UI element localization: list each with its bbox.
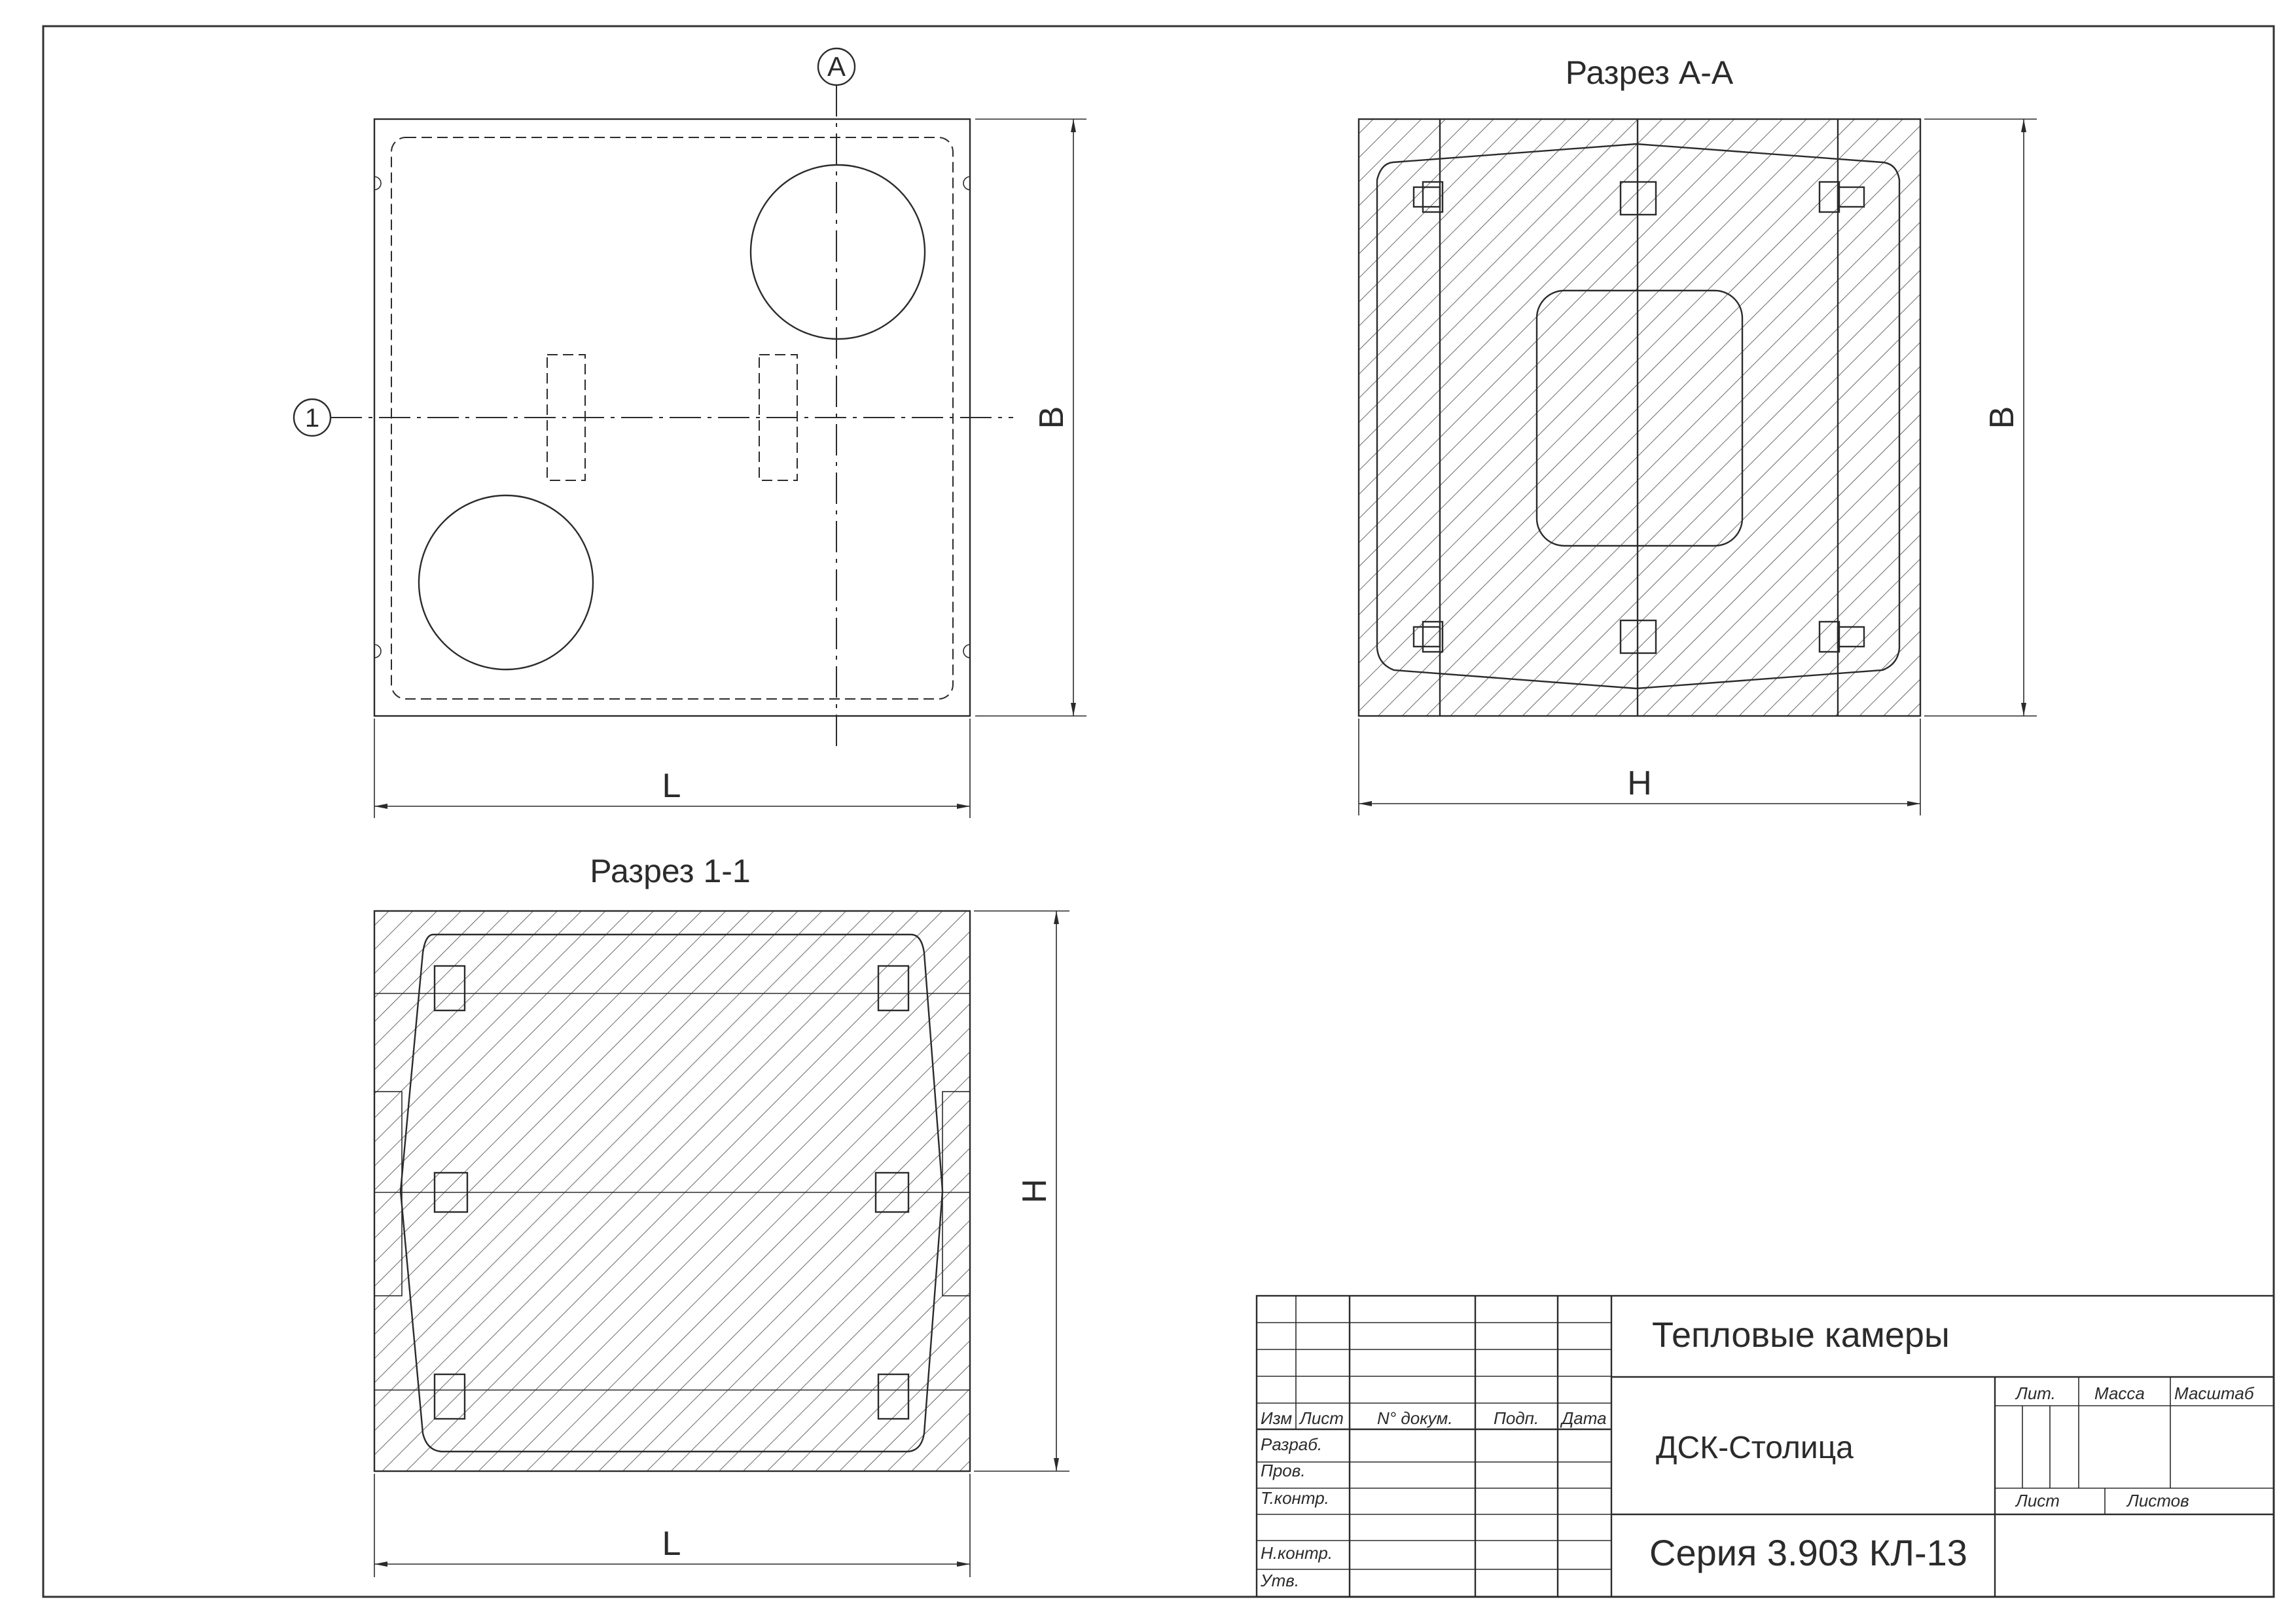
axis-marker-1 [293, 398, 332, 437]
s11-dim-h-label: H [1016, 1179, 1054, 1204]
plan-view [293, 47, 1086, 818]
mass-label: Масса [2094, 1383, 2145, 1403]
col-header-izm: Изм [1261, 1408, 1292, 1428]
col-header-date: Дата [1560, 1408, 1607, 1428]
plan-dim-l-label: L [662, 767, 681, 805]
series-code: Серия 3.903 КЛ-13 [1649, 1532, 1967, 1573]
title-block-grid [1255, 1294, 2275, 1598]
sheets-label: Листов [2126, 1491, 2189, 1510]
col-header-doc: N° докум. [1377, 1408, 1453, 1428]
aa-outline [1357, 118, 1922, 717]
aa-inner-cavity [1376, 143, 1901, 690]
aa-dim-b-label: B [1983, 406, 2021, 429]
row-label-approved: Утв. [1260, 1571, 1299, 1590]
aa-center-opening [1535, 289, 1744, 547]
plan-opening-bottom-left [418, 494, 594, 671]
sheet-frame [42, 25, 2275, 1598]
organization-name: ДСК-Столица [1656, 1431, 1854, 1465]
section-11-view [373, 910, 1069, 1577]
row-label-norm-control: Н.контр. [1261, 1543, 1333, 1563]
plan-opening-top-right [749, 164, 926, 340]
aa-dim-h-label: H [1627, 764, 1652, 802]
scale-label: Масштаб [2174, 1383, 2255, 1403]
section-marker-a [817, 47, 856, 86]
row-label-checked: Пров. [1261, 1461, 1306, 1480]
col-header-list: Лист [1299, 1408, 1344, 1428]
plan-dim-b-label: B [1033, 406, 1071, 429]
sheet-label: Лист [2015, 1491, 2060, 1510]
s11-dim-l-label: L [662, 1525, 681, 1563]
section-aa-view [1357, 118, 2037, 815]
stage-label: Лит. [2015, 1383, 2056, 1403]
axis-marker-1-label: 1 [305, 404, 319, 433]
s11-inner-cavity [399, 933, 944, 1453]
section-aa-title: Разрез А-А [1566, 54, 1734, 91]
row-label-tech-control: Т.контр. [1261, 1488, 1329, 1508]
section-11-title: Разрез 1-1 [590, 853, 750, 889]
section-marker-a-label: A [827, 51, 846, 82]
product-name: Тепловые камеры [1652, 1315, 1950, 1355]
col-header-sign: Подп. [1494, 1408, 1539, 1428]
row-label-developed: Разраб. [1261, 1435, 1322, 1454]
